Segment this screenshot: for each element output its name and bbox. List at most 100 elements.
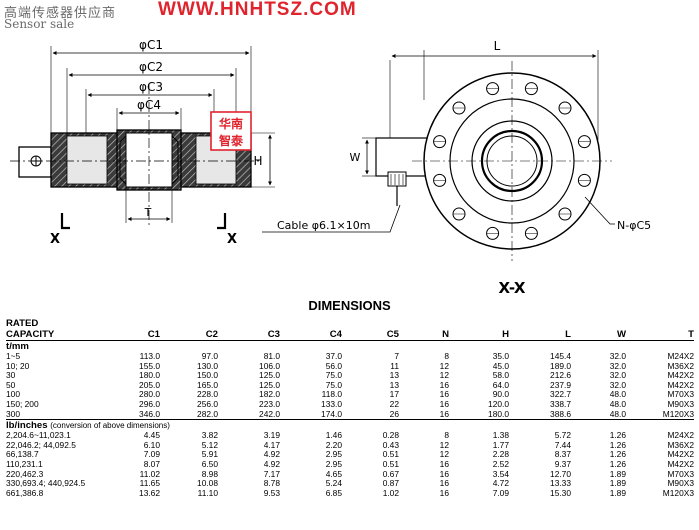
value-cell: 388.6 <box>550 408 571 419</box>
rated-label-line-2: CAPACITY <box>6 329 55 340</box>
column-header-w: W <box>616 329 626 340</box>
dim-w-label: W <box>350 151 361 164</box>
column-header-c2: C2 <box>205 329 218 340</box>
value-cell: 189.0 <box>550 360 571 371</box>
value-cell: 15.30 <box>550 487 571 498</box>
value-cell: 223.0 <box>259 398 280 409</box>
value-cell: 48.0 <box>609 389 626 400</box>
capacity-cell: 150; 200 <box>6 398 39 409</box>
value-cell: M90X3 <box>667 478 694 489</box>
value-cell: 7.44 <box>554 439 571 450</box>
value-cell: 180.0 <box>139 370 160 381</box>
value-cell: 4.17 <box>263 439 280 450</box>
column-header-h: H <box>502 329 509 340</box>
column-header-c3: C3 <box>267 329 280 340</box>
value-cell: 9.37 <box>554 458 571 469</box>
value-cell: 322.7 <box>550 389 571 400</box>
value-cell: 280.0 <box>139 389 160 400</box>
value-cell: 16 <box>439 408 449 419</box>
dim-c4-label: φC4 <box>137 98 161 112</box>
technical-drawing: φC1 φC2 φC3 φC4 H T X X 华南 智泰 <box>10 38 651 297</box>
value-cell: 296.0 <box>139 398 160 409</box>
value-cell: 8.78 <box>263 478 280 489</box>
value-cell: 11.10 <box>197 487 218 498</box>
value-cell: 106.0 <box>259 360 280 371</box>
value-cell: 81.0 <box>263 351 280 361</box>
value-cell: 0.28 <box>382 430 399 441</box>
capacity-cell: 30 <box>6 370 16 381</box>
value-cell: 7.09 <box>492 487 509 498</box>
column-header-c5: C5 <box>386 329 399 340</box>
value-cell: 16 <box>439 478 449 489</box>
dimensions-title: DIMENSIONS <box>308 298 391 313</box>
value-cell: M70X3 <box>667 468 694 479</box>
section-imperial-header: lb/inches (conversion of above dimension… <box>6 420 694 431</box>
company-name-en: Sensor sale <box>4 17 75 31</box>
value-cell: 64.0 <box>492 379 509 390</box>
capacity-cell: 300 <box>6 408 20 419</box>
value-cell: 16 <box>439 468 449 479</box>
cable-spec-label: Cable φ6.1×10m <box>277 219 370 232</box>
value-cell: 346.0 <box>139 408 160 419</box>
value-cell: M24X2 <box>667 351 694 361</box>
value-cell: 7.17 <box>263 468 280 479</box>
capacity-cell: 100 <box>6 389 20 400</box>
value-cell: 3.54 <box>492 468 509 479</box>
capacity-cell: 22,046.2; 44,092.5 <box>6 439 76 450</box>
section-imperial-unit: lb/inches <box>6 420 48 432</box>
value-cell: 282.0 <box>197 408 218 419</box>
website-url[interactable]: WWW.HNHTSZ.COM <box>158 0 357 20</box>
capacity-cell: 66,138.7 <box>6 449 39 460</box>
value-cell: 16 <box>439 398 449 409</box>
value-cell: 113.0 <box>139 351 160 361</box>
value-cell: 1.77 <box>492 439 509 450</box>
value-cell: 2.95 <box>325 449 342 460</box>
value-cell: 45.0 <box>492 360 509 371</box>
value-cell: 6.10 <box>143 439 160 450</box>
value-cell: 1.89 <box>609 468 626 479</box>
value-cell: 205.0 <box>139 379 160 390</box>
value-cell: 13 <box>389 379 399 390</box>
section-x-left-label: X <box>50 232 60 247</box>
dim-h-label: H <box>253 154 262 168</box>
value-cell: 32.0 <box>609 360 626 371</box>
bolt-hole-label: N-φC5 <box>617 219 651 232</box>
value-cell: 26 <box>389 408 399 419</box>
stamp-line-1: 华南 <box>219 116 243 131</box>
value-cell: 12.70 <box>550 468 571 479</box>
value-cell: 2.52 <box>492 458 509 469</box>
value-cell: 12 <box>439 449 449 460</box>
value-cell: 1.26 <box>609 430 626 441</box>
value-cell: 125.0 <box>259 379 280 390</box>
value-cell: 8.37 <box>554 449 571 460</box>
value-cell: 5.24 <box>325 478 342 489</box>
column-header-l: L <box>565 329 571 340</box>
bolt-hole-pattern <box>433 82 591 240</box>
value-cell: 4.45 <box>143 430 160 441</box>
value-cell: 180.0 <box>488 408 509 419</box>
column-header-t: T <box>688 329 694 340</box>
value-cell: 17 <box>389 389 399 400</box>
value-cell: 120.0 <box>488 398 509 409</box>
value-cell: 150.0 <box>197 370 218 381</box>
value-cell: 12 <box>439 370 449 381</box>
value-cell: M36X2 <box>667 360 694 371</box>
value-cell: 16 <box>439 389 449 400</box>
value-cell: M36X2 <box>667 439 694 450</box>
value-cell: M24X2 <box>667 430 694 441</box>
value-cell: 56.0 <box>325 360 342 371</box>
value-cell: 9.53 <box>263 487 280 498</box>
value-cell: 32.0 <box>609 370 626 381</box>
value-cell: 32.0 <box>609 351 626 361</box>
value-cell: 4.92 <box>263 458 280 469</box>
value-cell: 32.0 <box>609 379 626 390</box>
value-cell: 10.08 <box>197 478 218 489</box>
value-cell: 11.65 <box>139 478 160 489</box>
value-cell: 4.65 <box>325 468 342 479</box>
